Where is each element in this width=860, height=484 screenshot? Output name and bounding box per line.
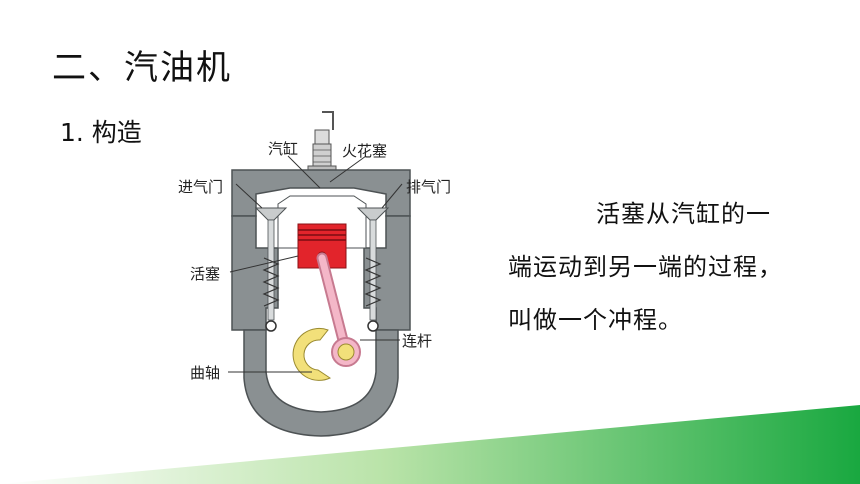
label-cylinder: 汽缸 <box>268 140 299 158</box>
label-spark-plug: 火花塞 <box>342 142 388 160</box>
leader-lines <box>228 155 403 373</box>
label-exhaust-valve: 排气门 <box>406 178 452 196</box>
intake-valve-graphic <box>254 207 288 332</box>
exhaust-valve-graphic <box>356 207 390 332</box>
engine-diagram: 汽缸 火花塞 进气门 排气门 活塞 连杆 曲轴 <box>170 108 480 438</box>
connecting-rod-graphic <box>316 252 361 367</box>
label-piston: 活塞 <box>190 265 221 283</box>
engine-illustration <box>228 111 411 437</box>
description-line-2: 端运动到另一端的过程， <box>508 253 783 281</box>
crankshaft-graphic <box>292 327 332 381</box>
label-intake-valve: 进气门 <box>178 178 224 196</box>
label-crankshaft: 曲轴 <box>190 364 221 382</box>
description-line-1: 活塞从汽缸的一 <box>596 200 771 228</box>
section-subtitle: 1. 构造 <box>60 118 142 147</box>
slide-title: 二、汽油机 <box>52 48 232 88</box>
label-connecting-rod: 连杆 <box>402 332 433 350</box>
description-text: 活塞从汽缸的一 端运动到另一端的过程， 叫做一个冲程。 <box>508 188 828 347</box>
description-line-3: 叫做一个冲程。 <box>508 306 683 334</box>
cylinder-housing <box>231 169 411 437</box>
